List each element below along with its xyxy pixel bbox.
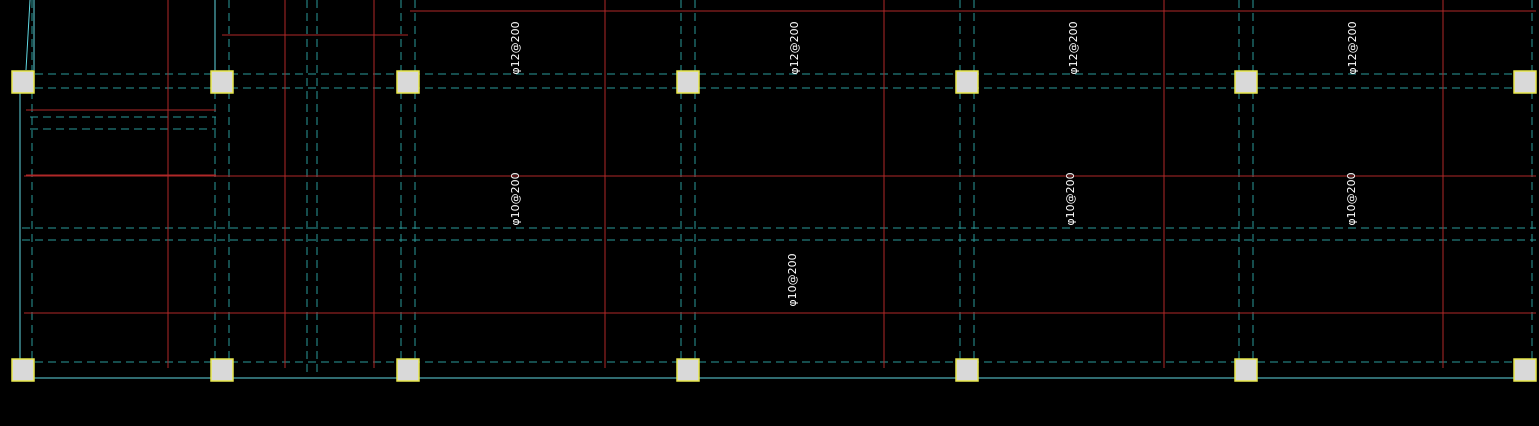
rebar-label-top-1: φ12@200 [509, 21, 522, 74]
column-r2-c4 [676, 358, 700, 382]
columns-layer [11, 70, 1537, 382]
rebar-label-mid-2: φ10@200 [1064, 172, 1077, 225]
wall-line-diagonal [25, 0, 31, 71]
column-r2-c1 [11, 358, 35, 382]
column-r2-c6 [1234, 358, 1258, 382]
rebar-label-mid-3: φ10@200 [1345, 172, 1358, 225]
column-r2-c2 [210, 358, 234, 382]
rebar-label-mid-1: φ10@200 [509, 172, 522, 225]
column-r1-c2 [210, 70, 234, 94]
column-r1-c4 [676, 70, 700, 94]
wall-lines-layer [19, 0, 1536, 379]
column-r2-c3 [396, 358, 420, 382]
column-r1-c7 [1513, 70, 1537, 94]
column-r2-c7 [1513, 358, 1537, 382]
rebar-label-low-1: φ10@200 [786, 253, 799, 306]
rebar-label-top-4: φ12@200 [1346, 21, 1359, 74]
rebar-label-top-2: φ12@200 [788, 21, 801, 74]
rebar-lines-layer [24, 0, 1536, 368]
column-r2-c5 [955, 358, 979, 382]
rebar-label-top-3: φ12@200 [1067, 21, 1080, 74]
column-r1-c1 [11, 70, 35, 94]
column-r1-c5 [955, 70, 979, 94]
rebar-labels-layer: φ12@200 φ12@200 φ12@200 φ12@200 φ10@200 … [509, 21, 1359, 306]
column-r1-c6 [1234, 70, 1258, 94]
column-r1-c3 [396, 70, 420, 94]
slab-outline-layer [22, 0, 1536, 372]
